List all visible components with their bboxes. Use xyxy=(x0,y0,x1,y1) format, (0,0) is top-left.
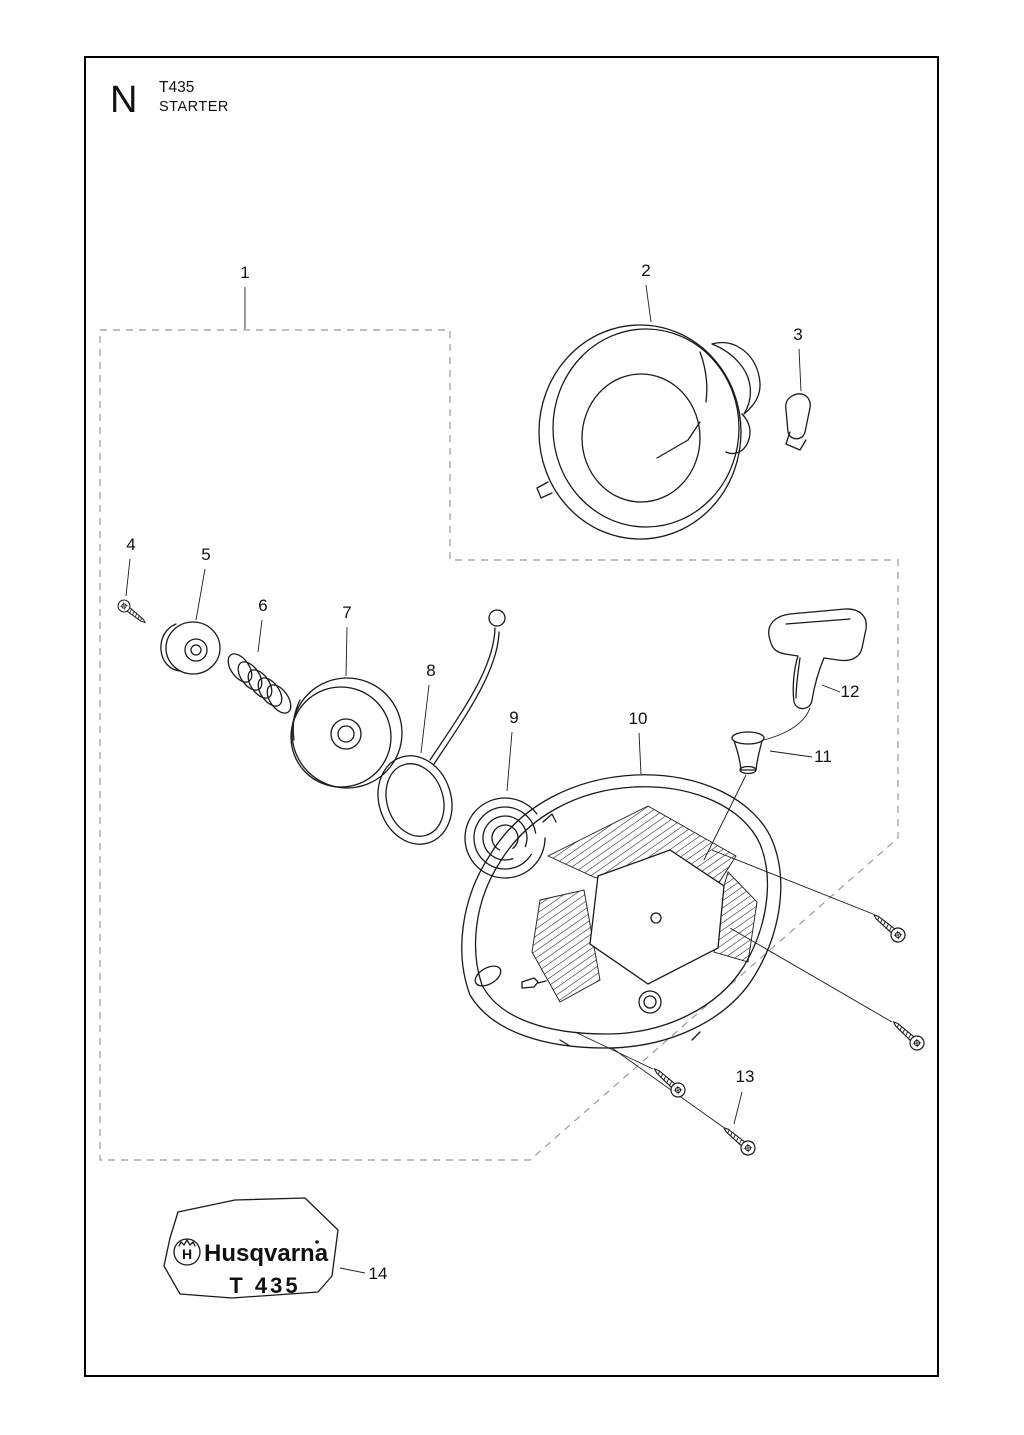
leader-9 xyxy=(506,731,513,792)
header-model: T435 xyxy=(159,79,194,96)
callout-13: 13 xyxy=(736,1067,755,1086)
callout-9: 9 xyxy=(509,708,518,727)
decal-model-text: T 435 xyxy=(229,1273,300,1298)
part-pawl xyxy=(785,393,811,451)
assembly-boundary xyxy=(99,329,899,1161)
leader-13 xyxy=(733,1091,743,1125)
screw-right xyxy=(888,1016,928,1054)
callout-6: 6 xyxy=(258,596,267,615)
part-starter-ring xyxy=(536,324,761,540)
part-spring xyxy=(227,653,292,714)
part-decal: H Husqvarna T 435 xyxy=(163,1197,339,1299)
callout-8: 8 xyxy=(426,661,435,680)
leader-12 xyxy=(821,684,841,693)
callout-5: 5 xyxy=(201,545,210,564)
leader-10 xyxy=(638,732,642,775)
chainsaw-icon xyxy=(521,977,547,989)
leader-8 xyxy=(420,684,430,754)
part-rope-bushing xyxy=(703,731,765,861)
callout-10: 10 xyxy=(629,709,648,728)
callout-3: 3 xyxy=(793,325,802,344)
leader-3 xyxy=(798,348,802,392)
callout-14: 14 xyxy=(369,1264,388,1283)
callout-7: 7 xyxy=(342,603,351,622)
part-mounting-screws xyxy=(574,849,928,1159)
logo-letter: H xyxy=(182,1246,192,1262)
leader-6 xyxy=(257,619,263,653)
brand-text: Husqvarna xyxy=(204,1240,329,1267)
screw-bottom xyxy=(718,1121,759,1159)
part-starter-cover xyxy=(461,774,782,1049)
leader-14 xyxy=(339,1267,366,1274)
part-recoil-spring xyxy=(464,797,557,879)
part-hub xyxy=(160,621,221,675)
leader-7 xyxy=(345,626,348,677)
screw-top-right xyxy=(868,908,909,946)
callout-2: 2 xyxy=(641,261,650,280)
callout-4: 4 xyxy=(126,535,135,554)
callout-11: 11 xyxy=(814,747,832,766)
callout-1: 1 xyxy=(240,263,249,282)
center-plate xyxy=(589,849,725,985)
registered-mark xyxy=(315,1240,319,1244)
leader-4 xyxy=(125,558,131,597)
screw-bottom-left xyxy=(649,1063,689,1101)
vent-left xyxy=(531,889,601,1003)
page-border xyxy=(84,56,939,1377)
header-block: N T435 STARTER xyxy=(110,79,229,121)
part-starter-handle xyxy=(763,608,867,741)
husqvarna-logo-icon: H xyxy=(173,1238,201,1266)
part-rope-pulley xyxy=(290,677,403,789)
part-screw-4 xyxy=(115,597,150,628)
leader-2 xyxy=(645,284,652,323)
section-letter: N xyxy=(110,79,137,121)
leader-5 xyxy=(195,568,206,621)
callout-12: 12 xyxy=(841,682,860,701)
leader-11 xyxy=(769,750,813,758)
part-starter-rope xyxy=(377,609,506,845)
page-title: STARTER xyxy=(159,99,229,115)
